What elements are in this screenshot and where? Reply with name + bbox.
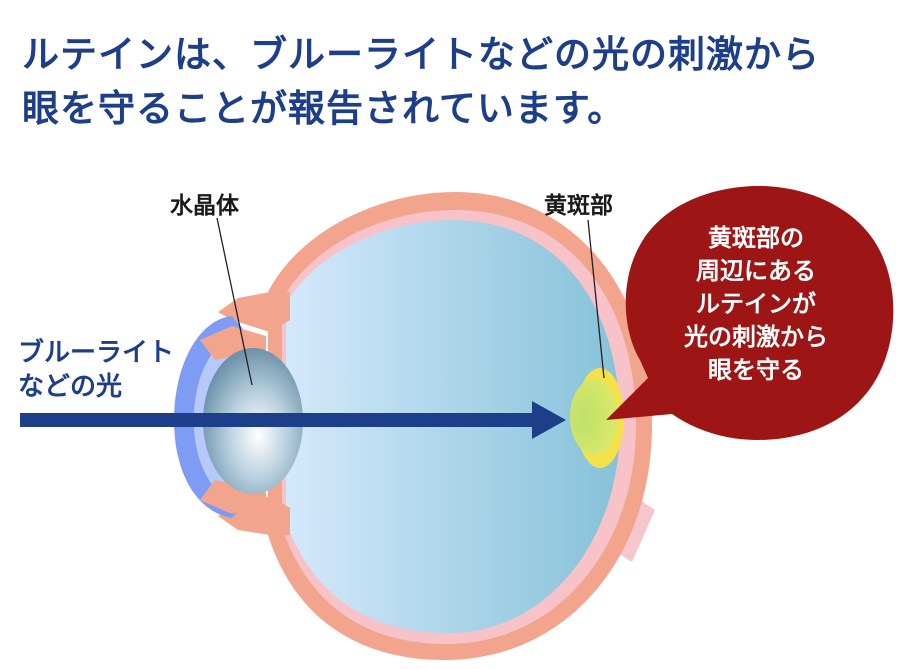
callout-bubble: [606, 186, 894, 440]
ciliary-body-top: [218, 292, 290, 332]
light-arrow-head: [532, 401, 566, 439]
callout-line: 光の刺激から: [684, 323, 828, 351]
callout-line: 周辺にある: [696, 257, 816, 285]
callout-text: 黄斑部の 周辺にある ルテインが 光の刺激から 眼を守る: [640, 222, 872, 387]
callout-line: ルテインが: [696, 290, 816, 318]
lens-leader-line: [216, 217, 253, 386]
headline-line-2: 眼を守ることが報告されています。: [22, 87, 626, 130]
headline-line-1: ルテインは、ブルーライトなどの光の刺激から: [22, 33, 820, 76]
ciliary-body-bottom: [218, 496, 290, 535]
lens-label: 水晶体: [170, 193, 239, 219]
macula-green: [570, 379, 618, 455]
callout-line: 黄斑部の: [708, 224, 804, 252]
cornea: [174, 316, 244, 518]
blue-light-label: ブルーライト などの光: [18, 336, 174, 404]
blue-light-label-line-1: ブルーライト: [18, 338, 175, 368]
callout-line: 眼を守る: [708, 356, 804, 384]
macula-label: 黄斑部: [544, 193, 613, 219]
headline: ルテインは、ブルーライトなどの光の刺激から 眼を守ることが報告されています。: [22, 28, 882, 136]
blue-light-label-line-2: などの光: [18, 372, 123, 402]
macula-leader-line: [587, 219, 605, 379]
light-arrow-shaft: [20, 413, 536, 427]
